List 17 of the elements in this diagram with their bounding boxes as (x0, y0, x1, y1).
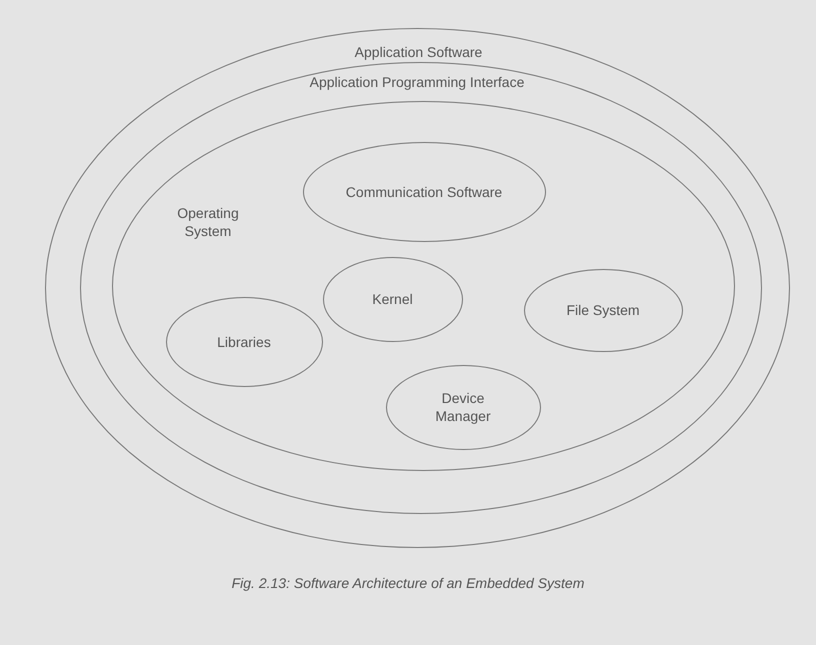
node-label: Kernel (371, 290, 414, 308)
figure-caption: Fig. 2.13: Software Architecture of an Embedded System (230, 575, 586, 591)
layer-ellipse (45, 28, 790, 548)
layer-ellipse (303, 142, 546, 242)
node-label: Application Software (354, 43, 484, 61)
node-label: Libraries (216, 332, 272, 350)
layer-ellipse (112, 101, 735, 471)
layer-ellipse (323, 257, 463, 342)
layer-ellipse (524, 269, 683, 352)
node-label: Operating System (176, 204, 240, 240)
node-label: Communication Software (344, 182, 504, 200)
node-label: File System (565, 301, 641, 319)
layer-ellipse (386, 365, 541, 450)
layer-ellipse (166, 297, 323, 387)
layer-ellipse (80, 62, 762, 514)
node-label: Application Programming Interface (308, 73, 526, 91)
node-label: Device Manager (434, 389, 492, 425)
